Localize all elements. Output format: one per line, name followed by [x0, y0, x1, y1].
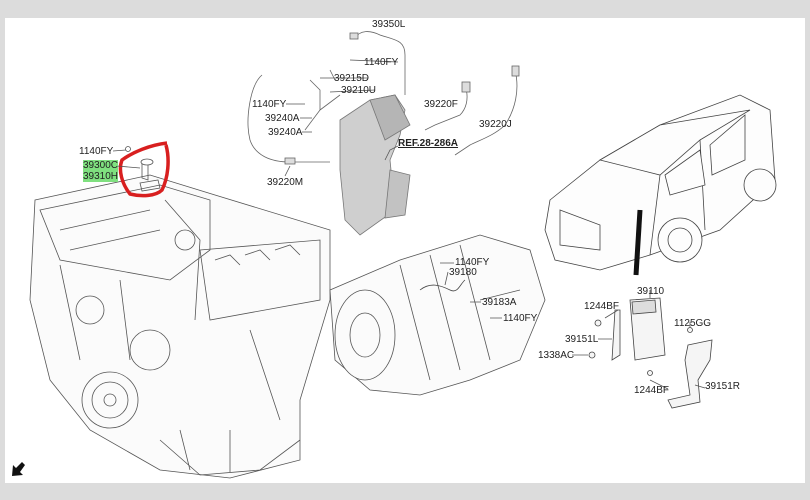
part-label: 39215D: [334, 73, 370, 84]
catalytic-converter-drawing: [339, 94, 411, 236]
part-label: 1338AC: [538, 350, 575, 361]
part-label: 1140FY: [79, 146, 114, 157]
part-label: 39220M: [267, 177, 304, 188]
cam-sensor-drawing: [125, 146, 161, 192]
part-label: 1140FY: [503, 313, 538, 324]
transmission-drawing: [329, 234, 546, 396]
part-label: 39110: [637, 286, 665, 297]
part-label: 39220F: [424, 99, 458, 110]
part-label: 1125GG: [674, 318, 712, 329]
part-label: 1244BF: [584, 301, 620, 312]
engine-drawing: [29, 174, 331, 479]
arrow-down-left-icon[interactable]: [10, 462, 26, 478]
part-label: 39220J: [479, 119, 512, 130]
part-label: 39350L: [372, 19, 406, 30]
part-label: 39210U: [341, 85, 377, 96]
part-label: 39240A: [265, 113, 300, 124]
vehicle-drawing: [544, 94, 777, 271]
part-label: 1140FY: [455, 257, 490, 268]
part-label-highlighted: 39310H: [83, 171, 119, 182]
part-label: 39180: [449, 267, 477, 278]
part-label: 39183A: [482, 297, 517, 308]
ecu-location-pointer: [633, 209, 643, 276]
part-label: 39151L: [565, 334, 599, 345]
red-circle-markup: [118, 141, 170, 198]
part-label: 1140FY: [252, 99, 287, 110]
part-label: 39240A: [268, 127, 303, 138]
part-label: 1140FY: [364, 57, 399, 68]
part-label: 39151R: [705, 381, 741, 392]
ecu-drawing: [588, 297, 713, 409]
part-label-highlighted: 39300C: [83, 160, 119, 171]
part-label: 1244BF: [634, 385, 670, 396]
reference-link[interactable]: REF.28-286A: [398, 138, 459, 149]
